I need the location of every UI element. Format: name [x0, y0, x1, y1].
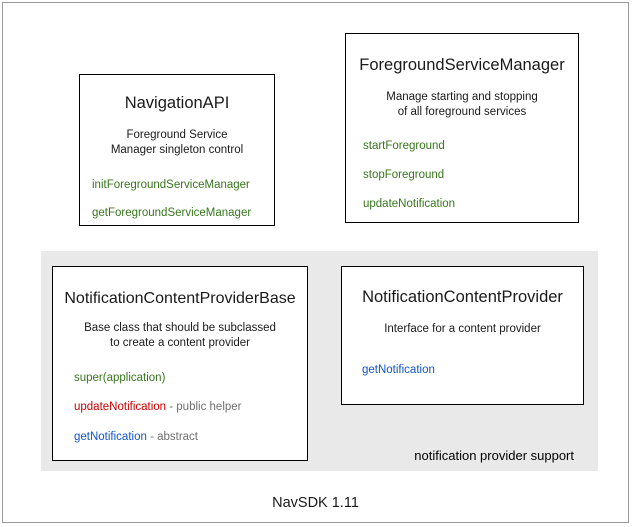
member-note: - abstract	[146, 431, 199, 444]
class-member: startForeground	[363, 140, 578, 154]
class-box-foreground-service-manager: ForegroundServiceManager Manage starting…	[345, 33, 579, 223]
diagram-outer-frame: notification provider support Navigation…	[2, 2, 629, 523]
class-description-line: Foreground Service	[126, 128, 228, 141]
class-member: stopForeground	[363, 169, 578, 183]
class-description-line: to create a content provider	[110, 337, 250, 350]
class-description: Manage starting and stopping of all fore…	[346, 90, 578, 120]
member-name: stopForeground	[363, 168, 445, 181]
class-member-list: getNotification	[342, 364, 583, 378]
class-description-line: Manage starting and stopping	[386, 90, 538, 103]
class-title: NavigationAPI	[124, 94, 230, 112]
member-name: getForegroundServiceManager	[92, 206, 252, 219]
class-member: super(application)	[74, 372, 307, 386]
class-title: NotificationContentProvider	[362, 288, 563, 306]
class-description: Foreground Service Manager singleton con…	[80, 128, 274, 158]
diagram-footer-label: NavSDK 1.11	[272, 495, 359, 511]
member-name: updateNotification	[74, 401, 167, 414]
member-name: getNotification	[362, 363, 435, 376]
member-name: updateNotification	[363, 197, 456, 210]
class-member: getNotification - abstract	[74, 431, 307, 445]
member-name: getNotification	[74, 431, 147, 444]
class-box-notification-content-provider-base: NotificationContentProviderBase Base cla…	[52, 266, 308, 461]
class-description-line: of all foreground services	[397, 105, 527, 118]
group-label: notification provider support	[414, 448, 574, 463]
class-box-notification-content-provider: NotificationContentProvider Interface fo…	[341, 266, 584, 405]
member-name: startForeground	[363, 140, 445, 153]
class-member: updateNotification	[363, 198, 578, 212]
class-member: getNotification	[362, 364, 583, 378]
class-title: NotificationContentProviderBase	[64, 290, 296, 307]
class-description: Interface for a content provider	[342, 322, 583, 337]
class-member: updateNotification - public helper	[74, 401, 307, 415]
class-title: ForegroundServiceManager	[359, 56, 565, 74]
class-description: Base class that should be subclassed to …	[53, 321, 307, 351]
class-member: getForegroundServiceManager	[92, 207, 274, 221]
member-name: super(application)	[74, 371, 166, 384]
member-name: initForegroundServiceManager	[92, 179, 250, 192]
class-member-list: startForeground stopForeground updateNot…	[346, 140, 578, 211]
class-box-navigation-api: NavigationAPI Foreground Service Manager…	[79, 74, 275, 226]
class-description-line: Interface for a content provider	[384, 322, 541, 335]
member-note: - public helper	[166, 401, 242, 414]
class-member-list: initForegroundServiceManager getForegrou…	[80, 179, 274, 221]
class-member-list: super(application) updateNotification - …	[53, 372, 307, 445]
class-member: initForegroundServiceManager	[92, 179, 274, 193]
class-description-line: Manager singleton control	[110, 143, 244, 156]
class-description-line: Base class that should be subclassed	[84, 322, 276, 335]
